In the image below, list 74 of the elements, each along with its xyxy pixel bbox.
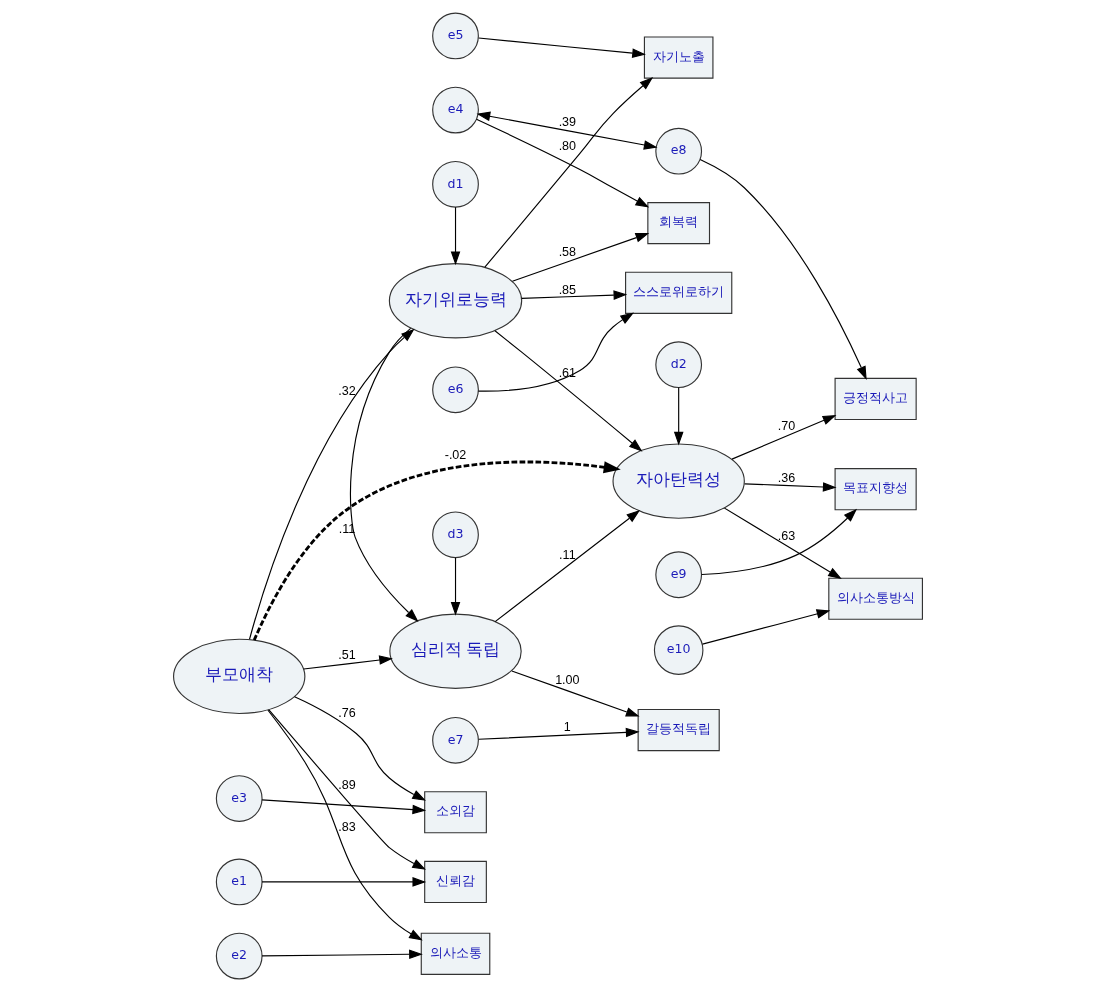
edge-label: .36: [777, 471, 795, 486]
arrow: [293, 696, 426, 801]
edge-label: .58: [558, 245, 576, 260]
node-ellipse: 자아탄력성: [611, 443, 745, 519]
edge-label: .51: [337, 648, 356, 663]
arrow: [510, 670, 640, 717]
node-box: 소외감: [423, 791, 487, 834]
edge-label: 1: [563, 719, 571, 734]
arrow: [700, 508, 857, 576]
node-box: 자기노출: [643, 36, 713, 79]
node-ellipse: 부모애착: [172, 638, 305, 715]
edge-label: .76: [337, 706, 356, 721]
arrow: [494, 509, 640, 623]
arrow: [673, 387, 683, 446]
node-circle: e10: [653, 625, 703, 675]
edge-label: .11: [558, 547, 576, 562]
node-box: 목표지향성: [834, 468, 917, 511]
arrow: [475, 118, 649, 208]
arrow: [252, 460, 621, 641]
node-box: 신뢰감: [423, 860, 487, 904]
edge-label: .32: [337, 384, 356, 399]
node-circle: e6: [431, 366, 479, 414]
arrow: [476, 111, 658, 150]
node-circle: e5: [431, 12, 479, 60]
edge-label: .63: [777, 529, 795, 544]
arrow: [477, 312, 634, 392]
arrow: [701, 609, 830, 645]
arrow: [248, 328, 415, 640]
edge-label: .80: [558, 138, 576, 153]
arrow: [450, 557, 460, 616]
node-circle: e2: [215, 932, 263, 980]
node-circle: e8: [654, 127, 702, 175]
edge-label: .83: [337, 820, 356, 835]
node-circle: e9: [654, 551, 702, 599]
arrow: [261, 799, 426, 815]
arrow: [261, 877, 426, 887]
arrow: [477, 727, 640, 740]
arrow: [520, 290, 627, 300]
edge-label: -.02: [444, 448, 466, 463]
node-circle: d3: [431, 511, 479, 559]
arrow: [302, 655, 393, 670]
node-circle: e1: [215, 858, 263, 906]
node-ellipse: 자기위로능력: [388, 263, 522, 339]
arrow: [723, 507, 842, 580]
edge-label: .89: [337, 778, 356, 793]
arrow: [450, 206, 460, 266]
node-box: 회복력: [646, 202, 710, 245]
arrow: [261, 949, 423, 960]
edge-label: .70: [777, 418, 795, 433]
node-box: 스스로위로하기: [624, 271, 732, 314]
edge-label: .39: [558, 114, 576, 129]
node-box: 의사소통방식: [827, 577, 923, 620]
arrow: [477, 37, 646, 58]
arrow: [267, 709, 426, 870]
arrow: [493, 330, 643, 452]
node-circle: e3: [215, 775, 263, 822]
arrow: [730, 415, 836, 460]
node-circle: d1: [431, 160, 479, 208]
node-box: 긍정적사고: [834, 377, 917, 421]
edge-label: .61: [558, 366, 576, 381]
edge-label: .85: [558, 282, 576, 297]
node-ellipse: 심리적 독립: [388, 613, 522, 689]
arrow: [349, 327, 419, 622]
arrow: [511, 233, 649, 282]
node-circle: e4: [431, 86, 479, 134]
node-circle: d2: [654, 341, 702, 389]
arrow: [743, 482, 837, 492]
node-circle: e7: [431, 716, 479, 764]
node-box: 갈등적독립: [637, 708, 720, 752]
node-box: 의사소통: [420, 932, 490, 975]
arrow: [483, 77, 653, 268]
arrow: [699, 158, 867, 380]
edge-label: 1.00: [554, 673, 580, 688]
arrow: [266, 709, 423, 941]
